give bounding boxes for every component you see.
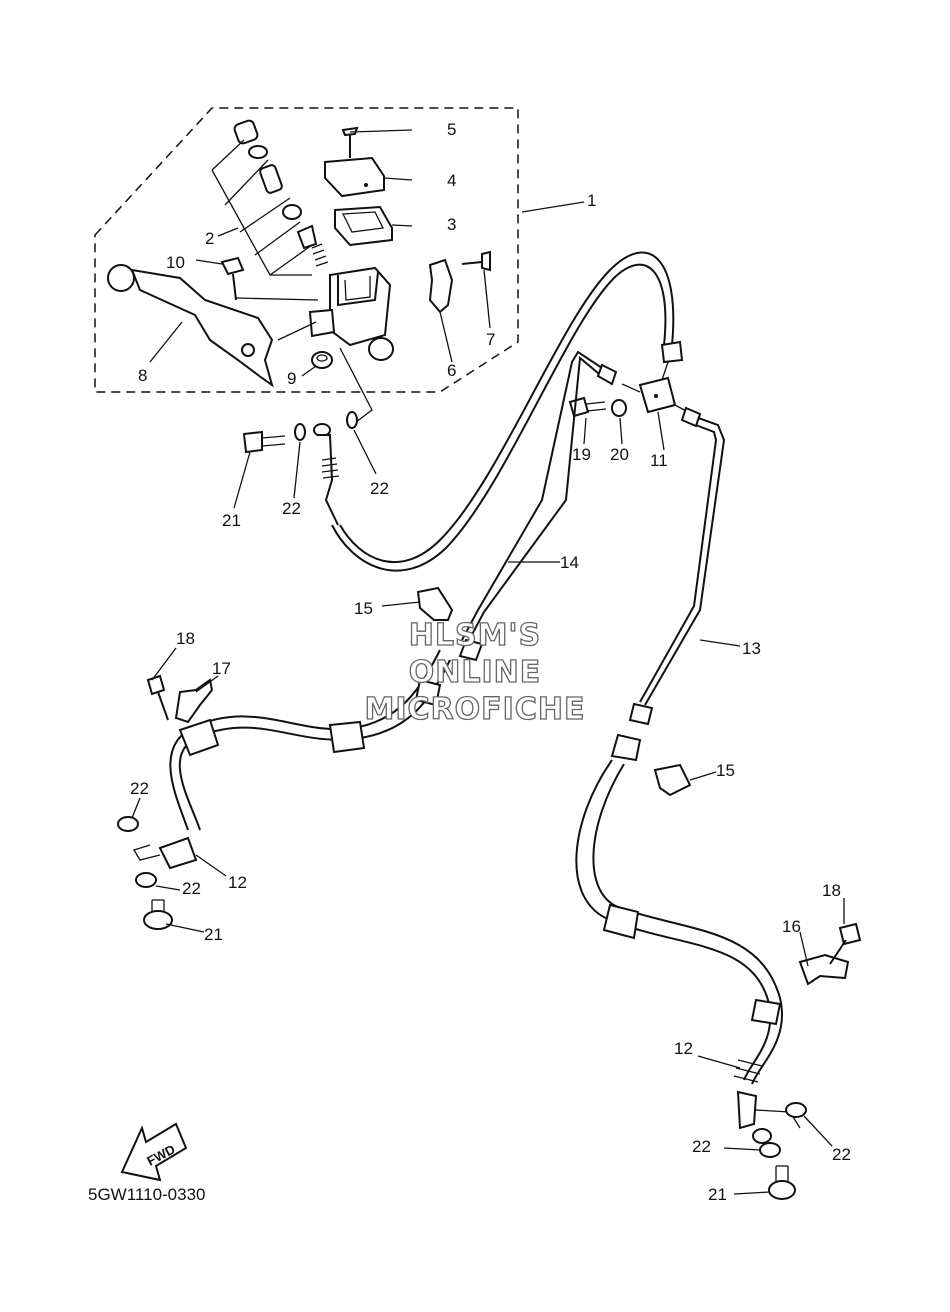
callout-16: 16: [782, 917, 801, 936]
piston-kit: [211, 119, 329, 276]
callout-22-right-2: 22: [692, 1137, 711, 1156]
union-bolt-right: [768, 1165, 796, 1200]
forward-arrow-icon: FWD: [120, 1122, 188, 1182]
callout-10: 10: [166, 253, 185, 272]
hose-right: [575, 702, 801, 1144]
callout-20: 20: [610, 445, 629, 464]
brake-hose-main: [339, 251, 675, 564]
cap-screw: [341, 126, 359, 158]
callout-22-upper-2: 22: [370, 479, 389, 498]
callout-4: 4: [447, 171, 456, 190]
callout-21-right: 21: [708, 1185, 727, 1204]
lever-nut: [311, 351, 333, 369]
brake-pipe-left: [461, 350, 609, 641]
master-cylinder: [308, 266, 394, 361]
callout-3: 3: [447, 215, 456, 234]
callout-6: 6: [447, 361, 456, 380]
leader-lines: [131, 129, 845, 1195]
watermark-line-3: MICROFICHE: [365, 692, 586, 727]
callout-22-upper-1: 22: [282, 499, 301, 518]
callout-21-left: 21: [204, 925, 223, 944]
callout-15-upper: 15: [354, 599, 373, 618]
joint-bolt: [568, 396, 607, 418]
hose-clip-upper: [416, 586, 454, 621]
pivot-bolt: [220, 256, 245, 301]
holder-clamp: [428, 250, 491, 314]
washer-left-2: [135, 872, 157, 888]
callout-18-right: 18: [822, 881, 841, 900]
guide-bolt-right: [829, 922, 862, 965]
hose-left: [133, 638, 484, 870]
copper-washer: [346, 411, 358, 429]
callout-22-right-1: 22: [832, 1145, 851, 1164]
hose-guide-right: [798, 953, 850, 986]
union-bolt-left: [143, 899, 173, 930]
callout-8: 8: [138, 366, 147, 385]
callout-12-right: 12: [674, 1039, 693, 1058]
brake-lever: [107, 264, 274, 388]
hose-clip-lower: [653, 763, 692, 797]
callout-14: 14: [560, 553, 579, 572]
diagram-code: 5GW1110-0330: [88, 1185, 206, 1204]
callout-22-left-2: 22: [182, 879, 201, 898]
watermark-line-1: HLSM'S: [409, 618, 541, 653]
hose-guide-left: [174, 678, 214, 724]
callout-12-left: 12: [228, 873, 247, 892]
guide-bolt-left: [146, 674, 169, 721]
callouts: 1 2 3 4 5 6 7 8 9 10 11 12 12 13 14 15 1…: [130, 120, 851, 1204]
brake-pipe-right: [644, 414, 726, 706]
callout-1: 1: [587, 191, 596, 210]
callout-11: 11: [650, 451, 668, 470]
washer-right-2: [759, 1142, 781, 1158]
callout-21-upper: 21: [222, 511, 241, 530]
copper-washer: [294, 423, 306, 441]
callout-2: 2: [205, 229, 214, 248]
diaphragm: [334, 205, 393, 247]
reservoir-cap: [324, 156, 385, 198]
callout-7: 7: [486, 330, 495, 349]
hose-fitting-upper: [313, 423, 340, 526]
joint-washer: [611, 399, 627, 417]
union-bolt-upper: [242, 430, 286, 454]
washer-right-1: [785, 1102, 807, 1118]
callout-13: 13: [742, 639, 761, 658]
three-way-joint: [621, 361, 689, 414]
callout-17: 17: [212, 659, 231, 678]
callout-9: 9: [287, 369, 296, 388]
callout-22-left-1: 22: [130, 779, 149, 798]
watermark: HLSM'S ONLINE MICROFICHE: [364, 617, 586, 727]
callout-15-lower: 15: [716, 761, 735, 780]
callout-18-left: 18: [176, 629, 195, 648]
washer-left-1: [117, 816, 139, 832]
callout-19: 19: [572, 445, 591, 464]
assembly-boundary: [94, 107, 519, 393]
callout-5: 5: [447, 120, 456, 139]
watermark-line-2: ONLINE: [409, 655, 542, 690]
